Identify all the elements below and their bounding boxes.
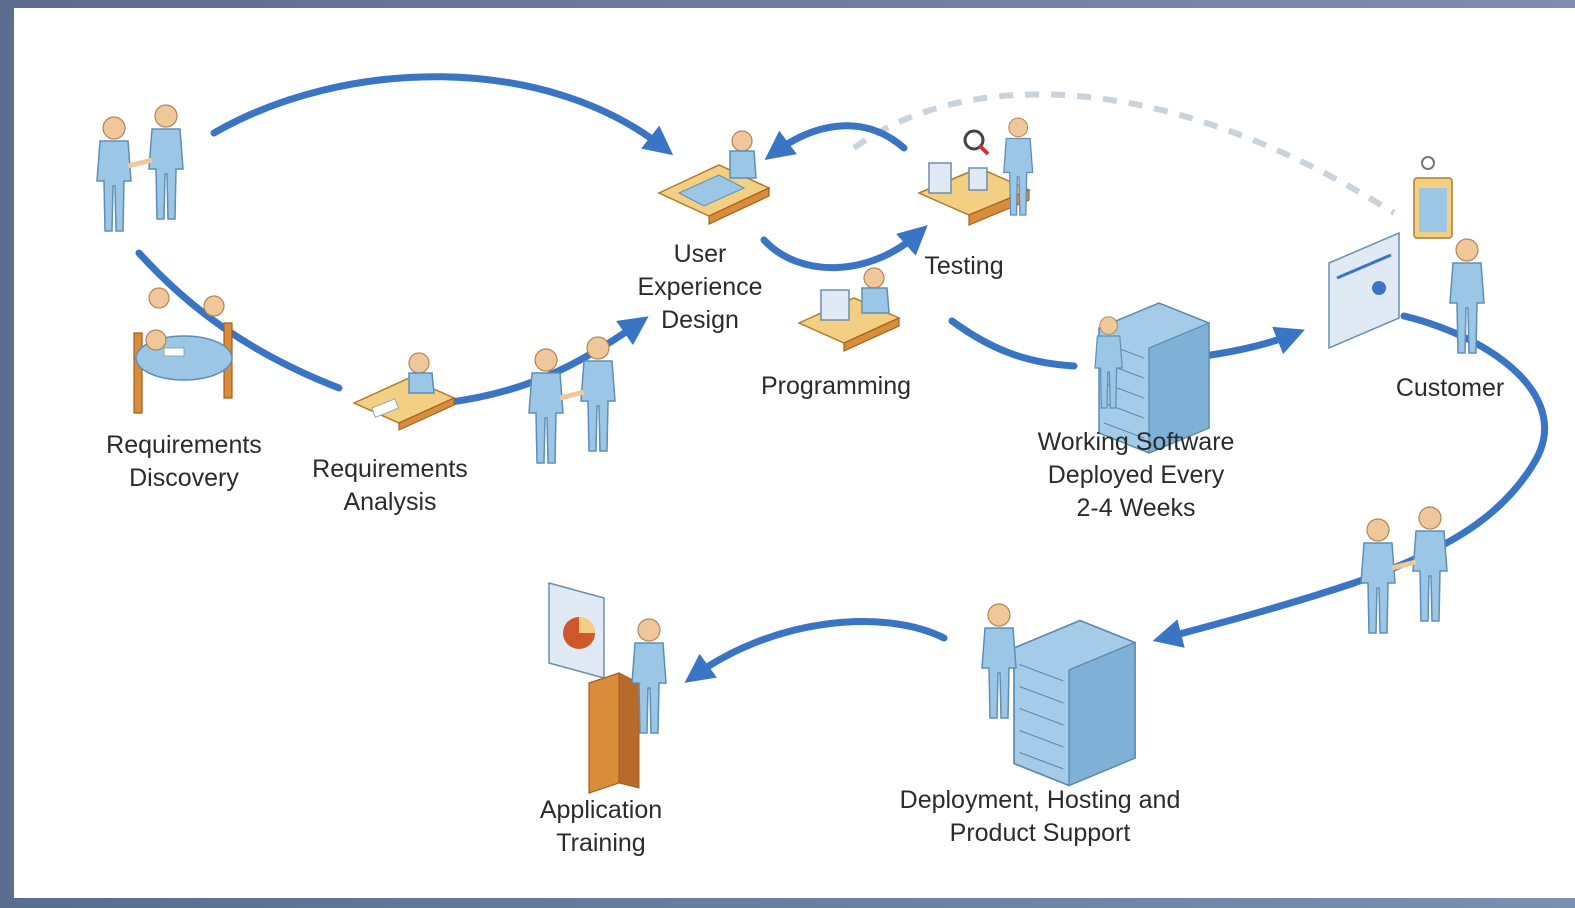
label-programming: Programming — [760, 372, 912, 400]
arrow-working-to-customer — [1200, 326, 1305, 360]
label-testing: Testing — [924, 252, 1004, 280]
label-working-software: Working Software Deployed Every 2-4 Week… — [1037, 428, 1235, 522]
programming-icon — [797, 267, 901, 352]
label-customer: Customer — [1395, 374, 1505, 402]
arrow-to-deployment — [1152, 579, 1358, 648]
arrow-programming-to-working — [948, 317, 1078, 370]
deployment-servers-icon — [981, 603, 1136, 787]
customer-icon — [1328, 156, 1485, 354]
ux-design-desk-icon — [657, 130, 771, 225]
label-application-training: Application Training — [539, 796, 663, 857]
diagram-canvas: Requirements Discovery Requirements Anal… — [14, 8, 1575, 898]
label-deployment-hosting: Deployment, Hosting and Product Support — [899, 786, 1181, 847]
arrow-ux-to-testing — [760, 225, 928, 272]
arrow-discovery-to-ux — [210, 73, 674, 156]
testing-icon — [917, 117, 1034, 226]
label-requirements-analysis: Requirements Analysis — [312, 455, 468, 516]
meeting-table-icon — [133, 287, 233, 414]
analysis-desk-icon — [352, 352, 456, 431]
label-user-experience-design: User Experience Design — [637, 240, 763, 334]
arrow-testing-to-ux — [764, 122, 908, 161]
process-diagram — [14, 73, 1549, 794]
training-podium-icon — [548, 582, 667, 794]
label-requirements-discovery: Requirements Discovery — [106, 431, 262, 492]
customer-handshake-icon — [1361, 507, 1447, 633]
handshake-icon — [97, 105, 183, 231]
analysis-handshake-icon — [529, 337, 615, 463]
customer-feedback-dashed-path — [852, 91, 1396, 216]
arrow-deployment-to-training — [684, 618, 948, 683]
